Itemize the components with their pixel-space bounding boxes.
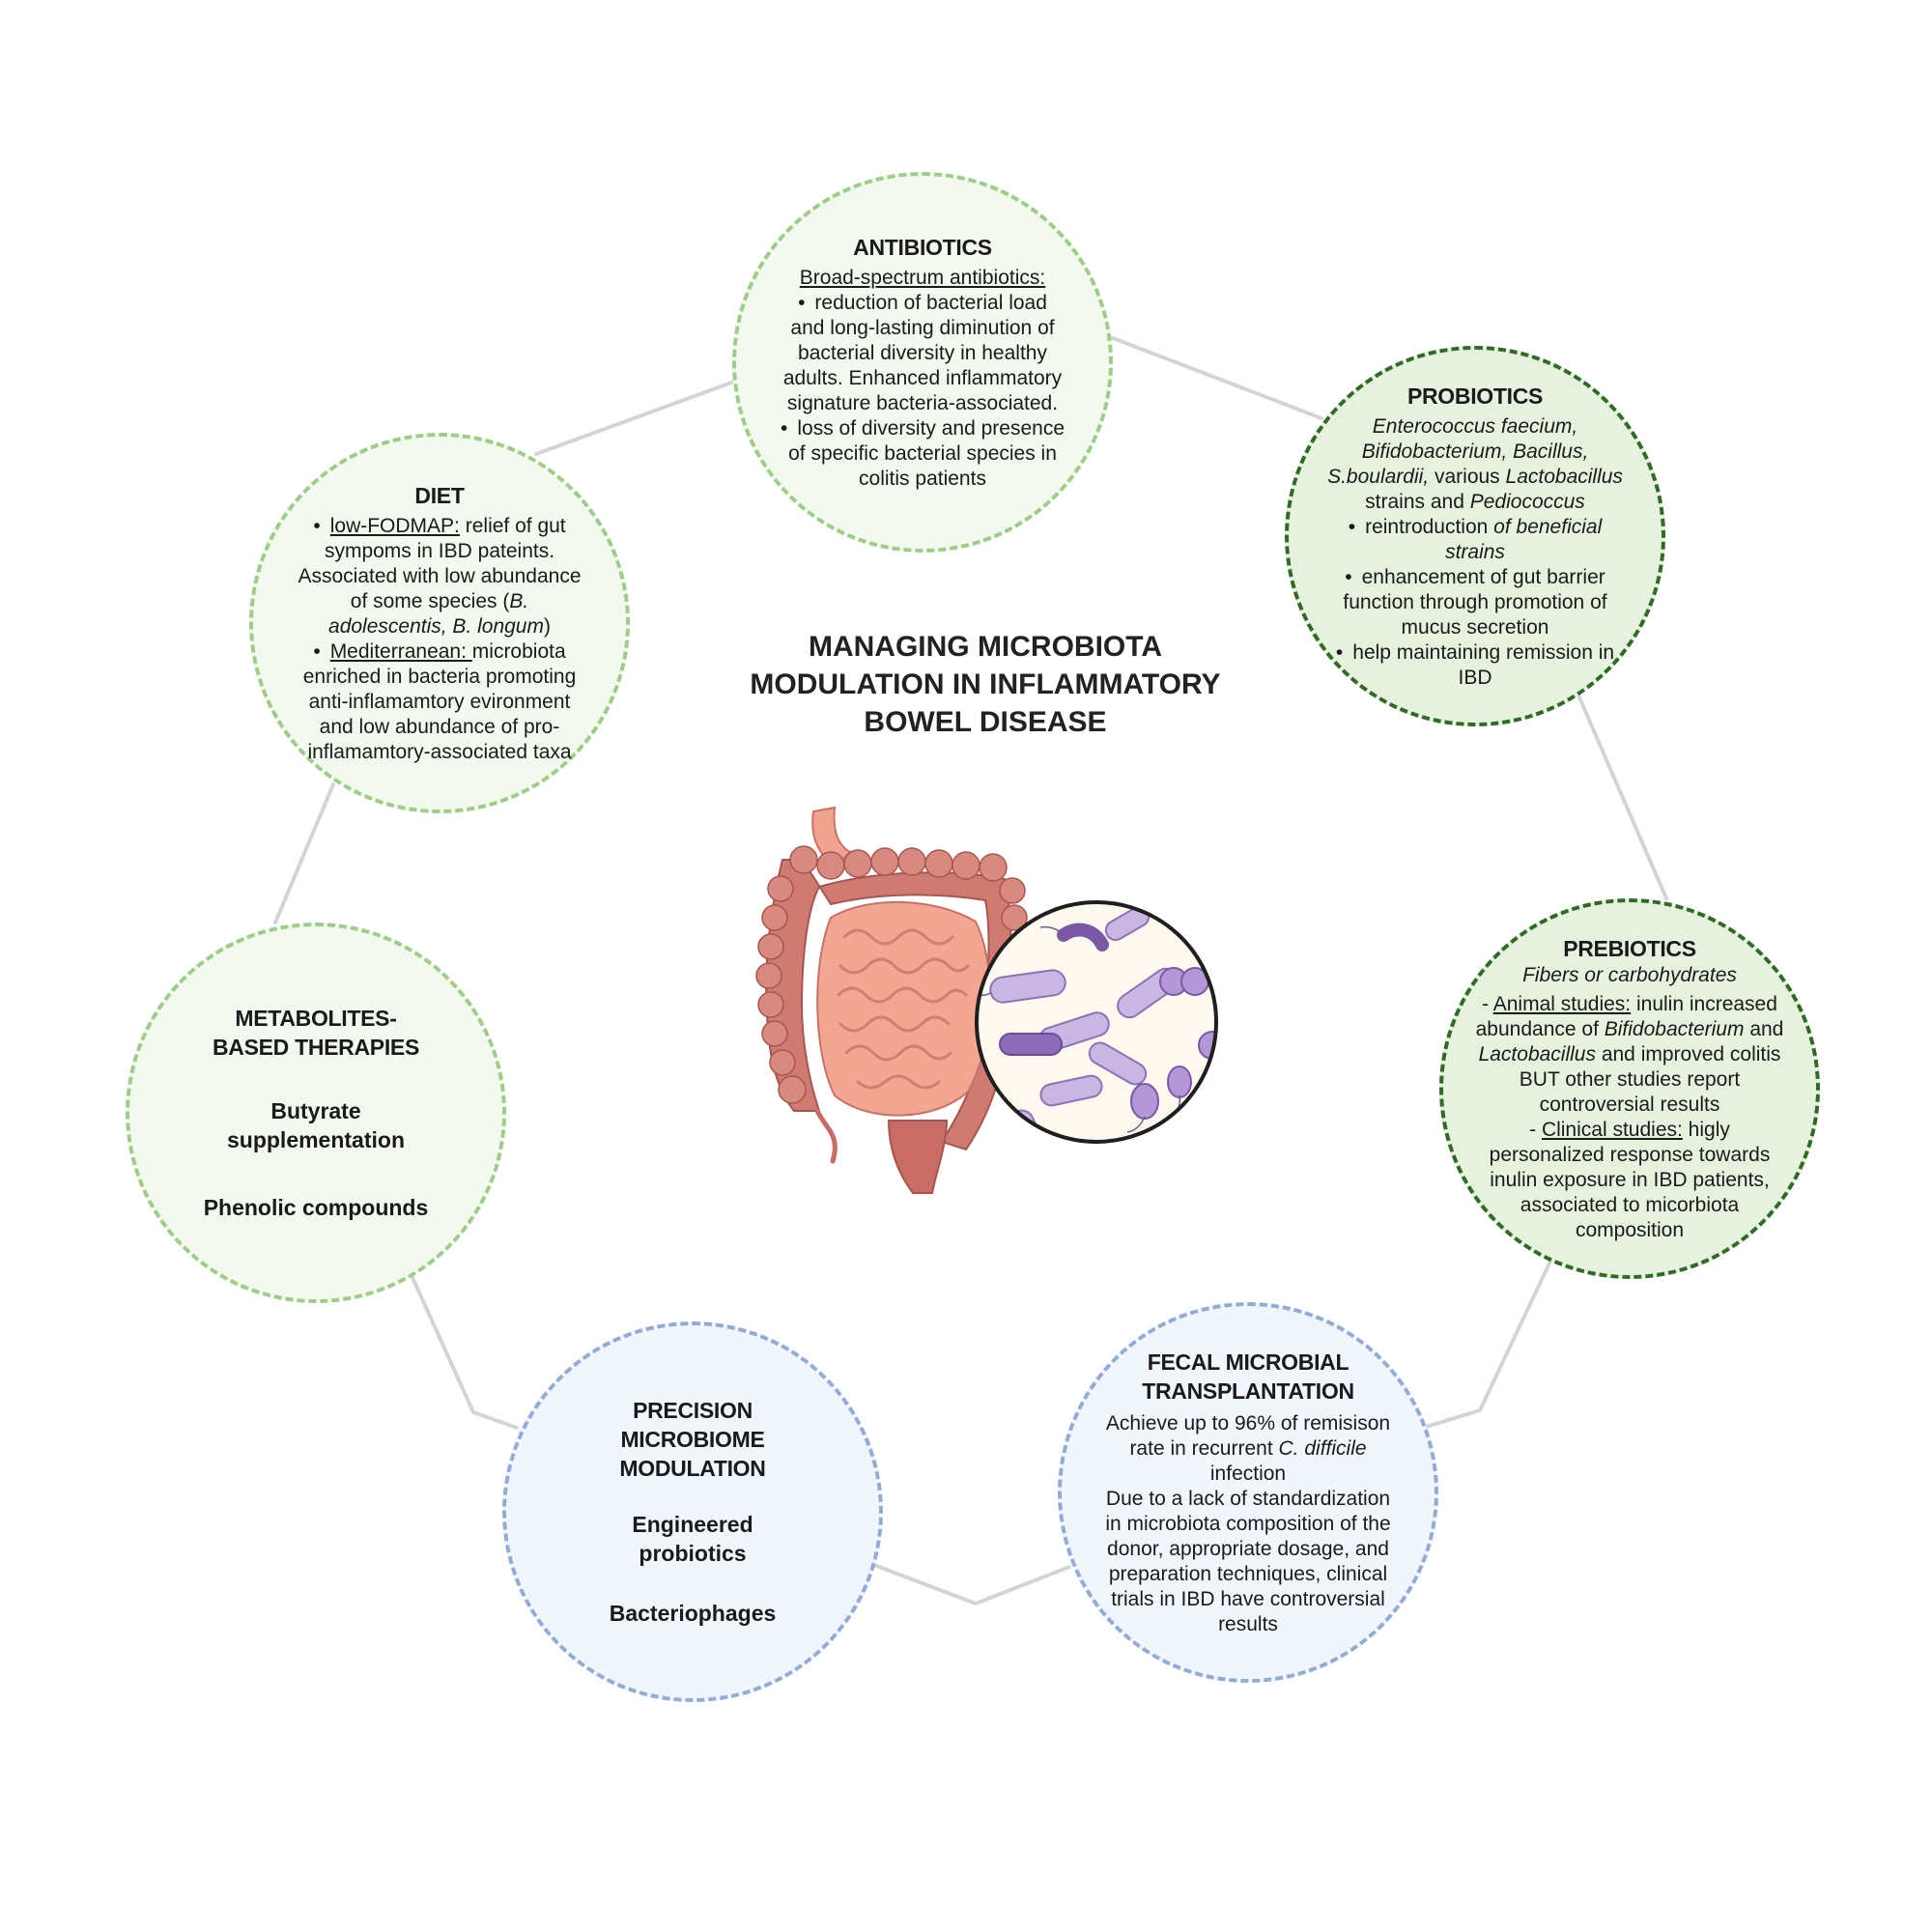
probiotics-circle: PROBIOTICS Enterococcus faecium, Bifidob… [1285, 346, 1665, 726]
antibiotics-circle: ANTIBIOTICS Broad-spectrum antibiotics: … [732, 172, 1113, 553]
precision-circle: PRECISION MICROBIOME MODULATION Engineer… [502, 1321, 883, 1702]
diet-item-2-text: microbiota enriched in bacteria promotin… [302, 640, 577, 763]
probiotics-bullet-3: help maintaining remission in IBD [1352, 641, 1615, 689]
intestine-illustration [755, 806, 1028, 1194]
connector-precision-metabolites [409, 1271, 519, 1430]
prebiotics-title: PREBIOTICS [1563, 936, 1696, 961]
fmt-title: FECAL MICROBIAL TRANSPLANTATION [1142, 1350, 1354, 1404]
antibiotics-bullet-2: loss of diversity and presence of specif… [788, 417, 1065, 490]
bacteria-magnifier-illustration [975, 900, 1218, 1144]
bullet-icon: • [1335, 641, 1344, 664]
metabolites-title: METABOLITES- BASED THERAPIES [212, 1006, 420, 1060]
probiotics-species: Enterococcus faecium, Bifidobacterium, B… [1327, 415, 1623, 513]
precision-title: PRECISION MICROBIOME MODULATION [619, 1398, 766, 1481]
metabolites-item-butyrate: Butyrate supplementation [226, 1098, 405, 1152]
bullet-icon: • [1345, 566, 1352, 588]
diet-item-1-text: relief of gut sympoms in IBD pateints. A… [298, 515, 582, 612]
connector-antibiotics-probiotics [1111, 336, 1323, 420]
prebiotics-clinical-studies: - Clinical studies: higly personalized r… [1489, 1119, 1771, 1241]
bullet-icon: • [313, 640, 321, 663]
antibiotics-subtitle: Broad-spectrum antibiotics: [799, 267, 1046, 289]
antibiotics-title: ANTIBIOTICS [853, 235, 992, 260]
main-title: MANAGING MICROBIOTA MODULATION IN INFLAM… [715, 628, 1256, 741]
bullet-icon: • [1348, 516, 1356, 538]
antibiotics-bullet-1: reduction of bacterial load and long-las… [782, 292, 1063, 414]
fmt-text-2: Due to a lack of standardization in micr… [1105, 1488, 1391, 1635]
title-line-2: MODULATION IN INFLAMMATORY [750, 668, 1221, 700]
connector-probiotics-prebiotics [1575, 689, 1668, 900]
diet-body: • low-FODMAP: relief of gut sympoms in IB… [298, 515, 582, 763]
antibiotics-body: Broad-spectrum antibiotics: •reduction o… [779, 266, 1066, 492]
diet-circle: DIET • low-FODMAP: relief of gut sympoms … [249, 433, 630, 813]
probiotics-title: PROBIOTICS [1406, 384, 1544, 409]
precision-item-bacteriophages: Bacteriophages [609, 1601, 777, 1626]
probiotics-body: Enterococcus faecium, Bifidobacterium, B… [1327, 414, 1623, 691]
prebiotics-animal-studies: - Animal studies: inulin increased abund… [1475, 993, 1784, 1116]
prebiotics-body: Fibers or carbohydrates - Animal studies… [1472, 963, 1787, 1243]
diet-title: DIET [414, 483, 465, 508]
connector-fmt-precision [872, 1563, 1071, 1605]
connector-diet-antibiotics [534, 380, 736, 456]
connector-prebiotics-fmt [1421, 1249, 1557, 1430]
metabolites-circle: METABOLITES- BASED THERAPIES Butyrate su… [126, 923, 506, 1303]
title-line-3: BOWEL DISEASE [864, 706, 1107, 738]
fmt-circle: FECAL MICROBIAL TRANSPLANTATION Achieve … [1058, 1302, 1438, 1683]
bullet-icon: • [798, 292, 806, 314]
metabolites-item-phenolic: Phenolic compounds [203, 1195, 429, 1220]
bullet-icon: • [781, 417, 788, 440]
probiotics-bullet-1-italic: of beneficial strains [1445, 516, 1603, 563]
fmt-body: Achieve up to 96% of remisison rate in r… [1098, 1411, 1398, 1637]
diet-item-1-label: low-FODMAP: [329, 515, 460, 537]
probiotics-bullet-1: reintroduction [1365, 516, 1494, 538]
prebiotics-subtitle: Fibers or carbohydrates [1522, 964, 1737, 986]
diet-item-2-label: Mediterranean: [329, 640, 472, 663]
diet-item-1-species: B. adolescentis, B. longum [328, 590, 544, 638]
precision-item-engineered-probiotics: Engineered probiotics [632, 1512, 753, 1566]
connector-metabolites-diet [273, 782, 335, 924]
bullet-icon: • [313, 515, 321, 537]
fmt-text-1: Achieve up to 96% of remisison rate in r… [1105, 1412, 1391, 1485]
probiotics-bullet-2: enhancement of gut barrier function thro… [1343, 566, 1607, 639]
title-line-1: MANAGING MICROBIOTA [808, 631, 1163, 663]
prebiotics-circle: PREBIOTICS Fibers or carbohydrates - Ani… [1439, 898, 1820, 1279]
